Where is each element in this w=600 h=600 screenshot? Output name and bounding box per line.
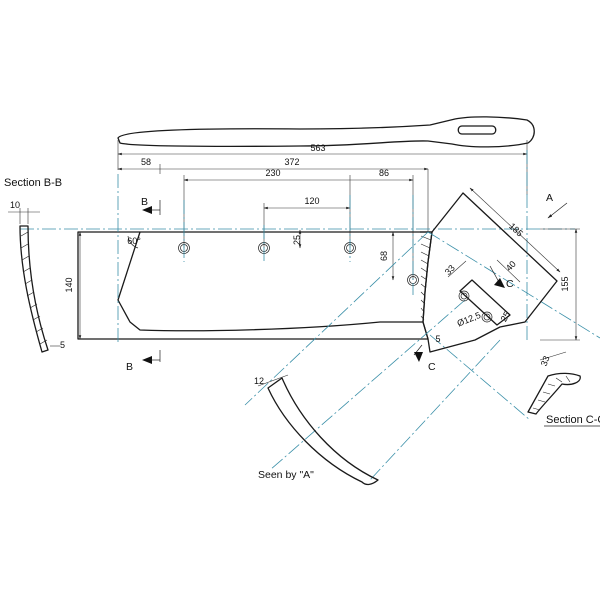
dim-33-cc-label: 33 (539, 355, 552, 368)
section-cc: 33 Section C-C (527, 351, 600, 427)
marker-c-lower-label: C (428, 361, 436, 373)
landside-bar (117, 116, 535, 148)
marker-c-lower: C (413, 344, 436, 373)
dim-12-label: 12 (254, 376, 264, 386)
bolt-holes (178, 242, 419, 286)
dim-25: 25 (292, 229, 302, 249)
share-body: 140 68 60° (64, 231, 433, 340)
marker-b-top: B (141, 196, 161, 215)
dim-230-86: 230 86 (183, 168, 414, 280)
section-cc-hatch (532, 375, 571, 411)
marker-c-upper-label: C (506, 278, 514, 290)
hole-dia-label: Ø12,5 (456, 310, 482, 328)
dim-25-label: 25 (292, 235, 302, 245)
dim-120-label: 120 (304, 196, 319, 206)
view-seen-by-a: 12 Seen by "A" (254, 374, 379, 486)
dim-230-label: 230 (265, 168, 280, 178)
marker-c-upper: C (489, 265, 514, 290)
section-bb-hatch (20, 231, 48, 345)
marker-b-bottom-label: B (126, 361, 133, 373)
dim-10-label: 10 (10, 200, 20, 210)
dim-40-label: 40 (504, 259, 518, 273)
share-wing: 185 155 40 33 Ø12,5 25 5 (427, 187, 580, 353)
dim-155-label: 155 (560, 276, 570, 291)
section-bb: Section B-B 10 5 (4, 177, 65, 353)
bar-slot (457, 125, 497, 135)
seen-by-a-label: Seen by "A" (258, 469, 314, 481)
marker-b-bottom: B (126, 350, 161, 373)
dim-86-label: 86 (379, 168, 389, 178)
dim-563: 563 (117, 140, 528, 195)
dim-120: 120 (263, 196, 351, 248)
dim-58-372: 58 372 (117, 157, 429, 232)
angle-60-label: 60° (127, 236, 141, 246)
dim-5b-label: 5 (60, 340, 65, 350)
marker-b-top-label: B (141, 196, 148, 208)
marker-a-label: A (546, 192, 553, 204)
dim-5-label: 5 (435, 334, 440, 344)
section-bb-label: Section B-B (4, 177, 62, 189)
dim-140-label: 140 (64, 277, 74, 292)
dim-68-label: 68 (379, 251, 389, 261)
dim-58-label: 58 (141, 157, 151, 167)
dim-overall-label: 563 (310, 143, 325, 153)
dim-372-label: 372 (284, 157, 299, 167)
section-cc-label: Section C-C (546, 414, 600, 426)
marker-a: A (546, 192, 568, 219)
dim-33-label: 33 (443, 263, 457, 277)
dim-25b-label: 25 (499, 310, 513, 324)
